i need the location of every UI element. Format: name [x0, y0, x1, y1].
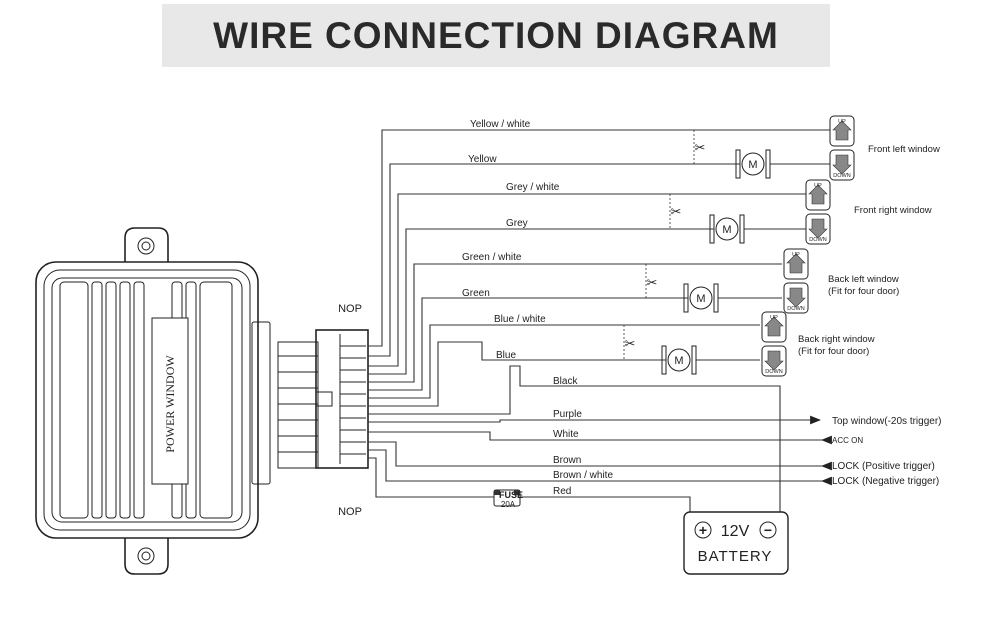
up-switch-label: UP [814, 183, 822, 189]
fuse-rating: 20A [501, 500, 516, 509]
up-switch-label: UP [792, 252, 800, 258]
scissor-icon: ✂ [671, 204, 682, 219]
down-switch [829, 149, 855, 181]
module-label: POWER WINDOW [163, 355, 177, 453]
scissor-icon: ✂ [695, 140, 706, 155]
down-switch-label: DOWN [833, 173, 850, 179]
battery-label: BATTERY [698, 548, 773, 565]
motor-icon [709, 214, 745, 244]
window-sublabel-back-left: (Fit for four door) [828, 286, 899, 297]
down-switch [805, 213, 831, 245]
target-top-window: Top window(-20s trigger) [832, 416, 942, 427]
down-switch-label: DOWN [787, 306, 804, 312]
wire-label-red: Red [553, 486, 571, 497]
wire-label-purple: Purple [553, 409, 582, 420]
wire-red-to-battery [520, 496, 691, 512]
wire-label-grey: Grey [506, 218, 528, 229]
wire-purple [368, 415, 822, 425]
wire-label-brown: Brown [553, 455, 581, 466]
window-circuit-back-left: ✂ M UP DOWN [368, 248, 809, 391]
wire-label-yellow-white: Yellow / white [470, 119, 531, 130]
down-switch [783, 282, 809, 314]
motor-icon [735, 149, 771, 179]
window-label-front-right: Front right window [854, 205, 932, 216]
power-window-module [35, 227, 271, 575]
up-switch [761, 311, 787, 343]
up-switch [783, 248, 809, 280]
wire-label-green: Green [462, 288, 490, 299]
window-label-front-left: Front left window [868, 144, 940, 155]
motor-label: M [722, 224, 731, 236]
motor-icon [661, 345, 697, 375]
battery-voltage: 12V [721, 523, 750, 540]
target-acc-on: ACC ON [832, 436, 863, 445]
target-lock-positive: LOCK (Positive trigger) [832, 461, 935, 472]
wire-label-yellow: Yellow [468, 154, 497, 165]
wire-label-white: White [553, 429, 579, 440]
window-label-back-left: Back left window [828, 274, 899, 285]
target-lock-negative: LOCK (Negative trigger) [832, 476, 939, 487]
fuse-label: FUSE [499, 490, 523, 500]
down-switch-label: DOWN [765, 369, 782, 375]
wire-white [368, 431, 832, 445]
wire-label-black: Black [553, 376, 578, 387]
wire-black [368, 365, 781, 512]
battery [683, 511, 789, 575]
window-circuit-front-right: ✂ M UP DOWN [368, 179, 831, 375]
nop-top-label: NOP [338, 303, 362, 315]
wire-label-blue-white: Blue / white [494, 314, 546, 325]
wire-brown-white [368, 449, 832, 486]
up-switch-label: UP [770, 315, 778, 321]
window-circuit-front-left: ✂ M UP DOWN [368, 115, 855, 357]
connector [277, 329, 369, 469]
scissor-icon: ✂ [625, 336, 636, 351]
up-switch [805, 179, 831, 211]
battery-plus-icon: + [699, 522, 707, 538]
wire-label-brown-white: Brown / white [553, 470, 613, 481]
wire-brown [368, 441, 832, 471]
motor-label: M [696, 293, 705, 305]
wire-label-grey-white: Grey / white [506, 182, 560, 193]
motor-icon [683, 283, 719, 313]
window-label-back-right: Back right window [798, 334, 875, 345]
window-sublabel-back-right: (Fit for four door) [798, 346, 869, 357]
page-title: WIRE CONNECTION DIAGRAM [213, 14, 779, 56]
title-band: WIRE CONNECTION DIAGRAM [162, 4, 830, 67]
down-switch-label: DOWN [809, 237, 826, 243]
wire-label-green-white: Green / white [462, 252, 522, 263]
up-switch-label: UP [838, 119, 846, 125]
motor-label: M [748, 159, 757, 171]
motor-label: M [674, 355, 683, 367]
scissor-icon: ✂ [647, 275, 658, 290]
wire-label-blue: Blue [496, 350, 516, 361]
battery-minus-icon: − [764, 522, 772, 538]
up-switch [829, 115, 855, 147]
wire-red [368, 457, 494, 498]
down-switch [761, 345, 787, 377]
window-circuit-back-right: ✂ M UP DOWN [368, 311, 787, 407]
fuse-icon [493, 489, 521, 507]
nop-bottom-label: NOP [338, 506, 362, 518]
